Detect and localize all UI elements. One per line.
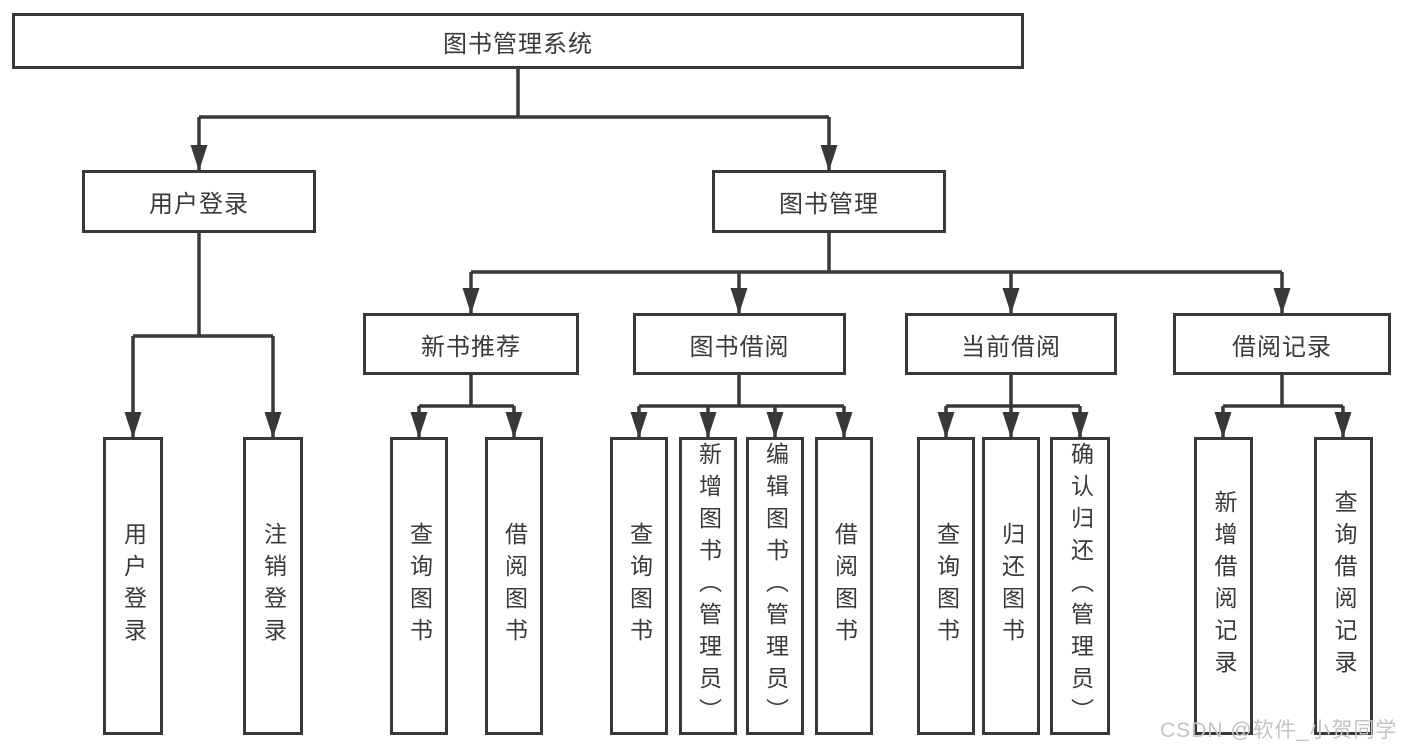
node-library-management-system: 图书管理系统 — [12, 13, 1024, 69]
leaf-label: 查询借阅记录 — [1331, 490, 1357, 682]
leaf-query-borrow-record: 查询借阅记录 — [1314, 437, 1373, 735]
leaf-logout: 注销登录 — [243, 437, 303, 735]
leaf-label: 新增借阅记录 — [1211, 490, 1237, 682]
leaf-query-books-borrowing: 查询图书 — [610, 437, 668, 735]
leaf-label: 确认归还（管理员） — [1067, 442, 1094, 730]
leaf-label: 查询图书 — [933, 522, 960, 650]
node-book-borrowing: 图书借阅 — [633, 313, 846, 375]
leaf-confirm-return-admin: 确认归还（管理员） — [1050, 437, 1110, 735]
leaf-label: 用户登录 — [120, 522, 147, 650]
leaf-add-book-admin: 新增图书（管理员） — [679, 437, 737, 735]
leaf-edit-book-admin: 编辑图书（管理员） — [746, 437, 804, 735]
leaf-borrow-books-recommend: 借阅图书 — [485, 437, 543, 735]
leaf-label: 编辑图书（管理员） — [762, 442, 789, 730]
node-current-borrowing: 当前借阅 — [905, 313, 1117, 375]
leaf-label: 查询图书 — [626, 522, 653, 650]
leaf-label: 查询图书 — [406, 522, 433, 650]
leaf-add-borrow-record: 新增借阅记录 — [1194, 437, 1253, 735]
leaf-label: 借阅图书 — [831, 522, 858, 650]
node-user-login-branch: 用户登录 — [82, 170, 316, 233]
node-new-book-recommend: 新书推荐 — [363, 313, 579, 375]
leaf-return-book: 归还图书 — [982, 437, 1040, 735]
leaf-query-books-recommend: 查询图书 — [390, 437, 448, 735]
leaf-label: 借阅图书 — [501, 522, 528, 650]
leaf-label: 归还图书 — [998, 522, 1025, 650]
node-borrowing-records: 借阅记录 — [1173, 313, 1391, 375]
leaf-label: 新增图书（管理员） — [695, 442, 722, 730]
leaf-borrow-books: 借阅图书 — [815, 437, 873, 735]
node-book-management-branch: 图书管理 — [712, 170, 946, 233]
leaf-user-login: 用户登录 — [103, 437, 163, 735]
csdn-watermark: CSDN @软件_小贺同学 — [1160, 719, 1398, 742]
leaf-query-books-current: 查询图书 — [917, 437, 975, 735]
leaf-label: 注销登录 — [260, 522, 287, 650]
